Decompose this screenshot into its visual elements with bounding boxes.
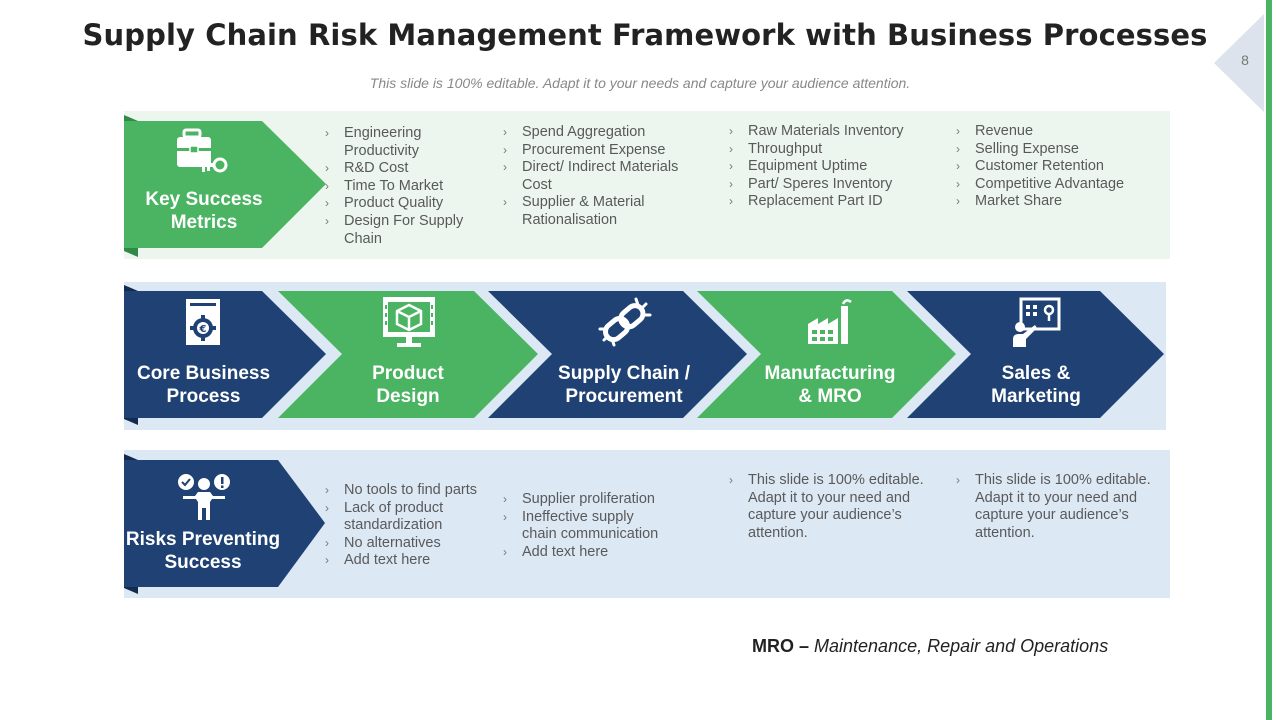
svg-text:€: € [199,324,207,335]
chain-link-icon [596,295,654,354]
risks-label: Risks Preventing Success [125,529,281,573]
process-label-supply-chain: Supply Chain / Procurement [558,363,690,407]
risks-column-2: Supplier proliferation Ineffective suppl… [503,491,668,561]
process-label-sales: Sales & Marketing [991,363,1081,407]
list-item: Procurement Expense [503,142,695,160]
footnote-dash: – [794,636,815,656]
list-item: Throughput [729,141,939,159]
list-item: Direct/ Indirect Materials Cost [503,159,695,194]
list-item: No alternatives [325,535,485,553]
process-label-core-business: Core Business Process [136,363,271,407]
list-item: R&D Cost [325,160,485,178]
list-item: Spend Aggregation [503,124,695,142]
people-alert-icon [175,470,233,527]
list-item: Selling Expense [956,141,1161,159]
list-item: No tools to find parts [325,482,485,500]
list-item: Add text here [503,544,668,562]
presentation-board-icon [1011,297,1063,354]
page-subtitle: This slide is 100% editable. Adapt it to… [369,75,911,91]
list-item: This slide is 100% editable. Adapt it to… [729,472,929,542]
list-item: Part/ Speres Inventory [729,176,939,194]
page-number: 8 [1241,52,1249,68]
list-item: This slide is 100% editable. Adapt it to… [956,472,1161,542]
list-item: Competitive Advantage [956,176,1161,194]
list-item: Supplier proliferation [503,491,668,509]
footnote-abbr: MRO [752,636,794,656]
right-accent-bar [1266,0,1272,720]
process-label-manufacturing: Manufacturing & MRO [764,363,896,407]
cube-monitor-icon [381,295,437,354]
list-item: Equipment Uptime [729,158,939,176]
factory-icon [806,298,854,351]
page-tab-shape [1214,14,1264,112]
list-item: Customer Retention [956,158,1161,176]
risks-column-3: This slide is 100% editable. Adapt it to… [729,472,929,542]
key-metrics-label: Key Success Metrics [145,189,263,233]
gear-document-icon: € [184,297,222,352]
key-metrics-column-4: Revenue Selling Expense Customer Retenti… [956,123,1161,211]
key-metrics-column-2: Spend Aggregation Procurement Expense Di… [503,124,695,230]
list-item: Product Quality [325,195,485,213]
briefcase-key-icon [174,128,234,185]
footnote: MRO – Maintenance, Repair and Operations [752,636,1108,657]
key-metrics-column-1: Engineering Productivity R&D Cost Time T… [325,125,485,248]
list-item: Lack of product standardization [325,500,485,535]
list-item: Revenue [956,123,1161,141]
list-item: Engineering Productivity [325,125,485,160]
list-item: Ineffective supply chain communication [503,509,668,544]
list-item: Supplier & Material Rationalisation [503,194,695,229]
footnote-meaning: Maintenance, Repair and Operations [814,636,1109,656]
list-item: Design For Supply Chain [325,213,485,248]
process-label-product-design: Product Design [372,363,444,407]
list-item: Raw Materials Inventory [729,123,939,141]
list-item: Market Share [956,193,1161,211]
list-item: Add text here [325,552,485,570]
list-item: Time To Market [325,178,485,196]
risks-column-1: No tools to find parts Lack of product s… [325,482,485,570]
list-item: Replacement Part ID [729,193,939,211]
page-title: Supply Chain Risk Management Framework w… [82,18,1208,52]
key-metrics-column-3: Raw Materials Inventory Throughput Equip… [729,123,939,211]
risks-column-4: This slide is 100% editable. Adapt it to… [956,472,1161,542]
